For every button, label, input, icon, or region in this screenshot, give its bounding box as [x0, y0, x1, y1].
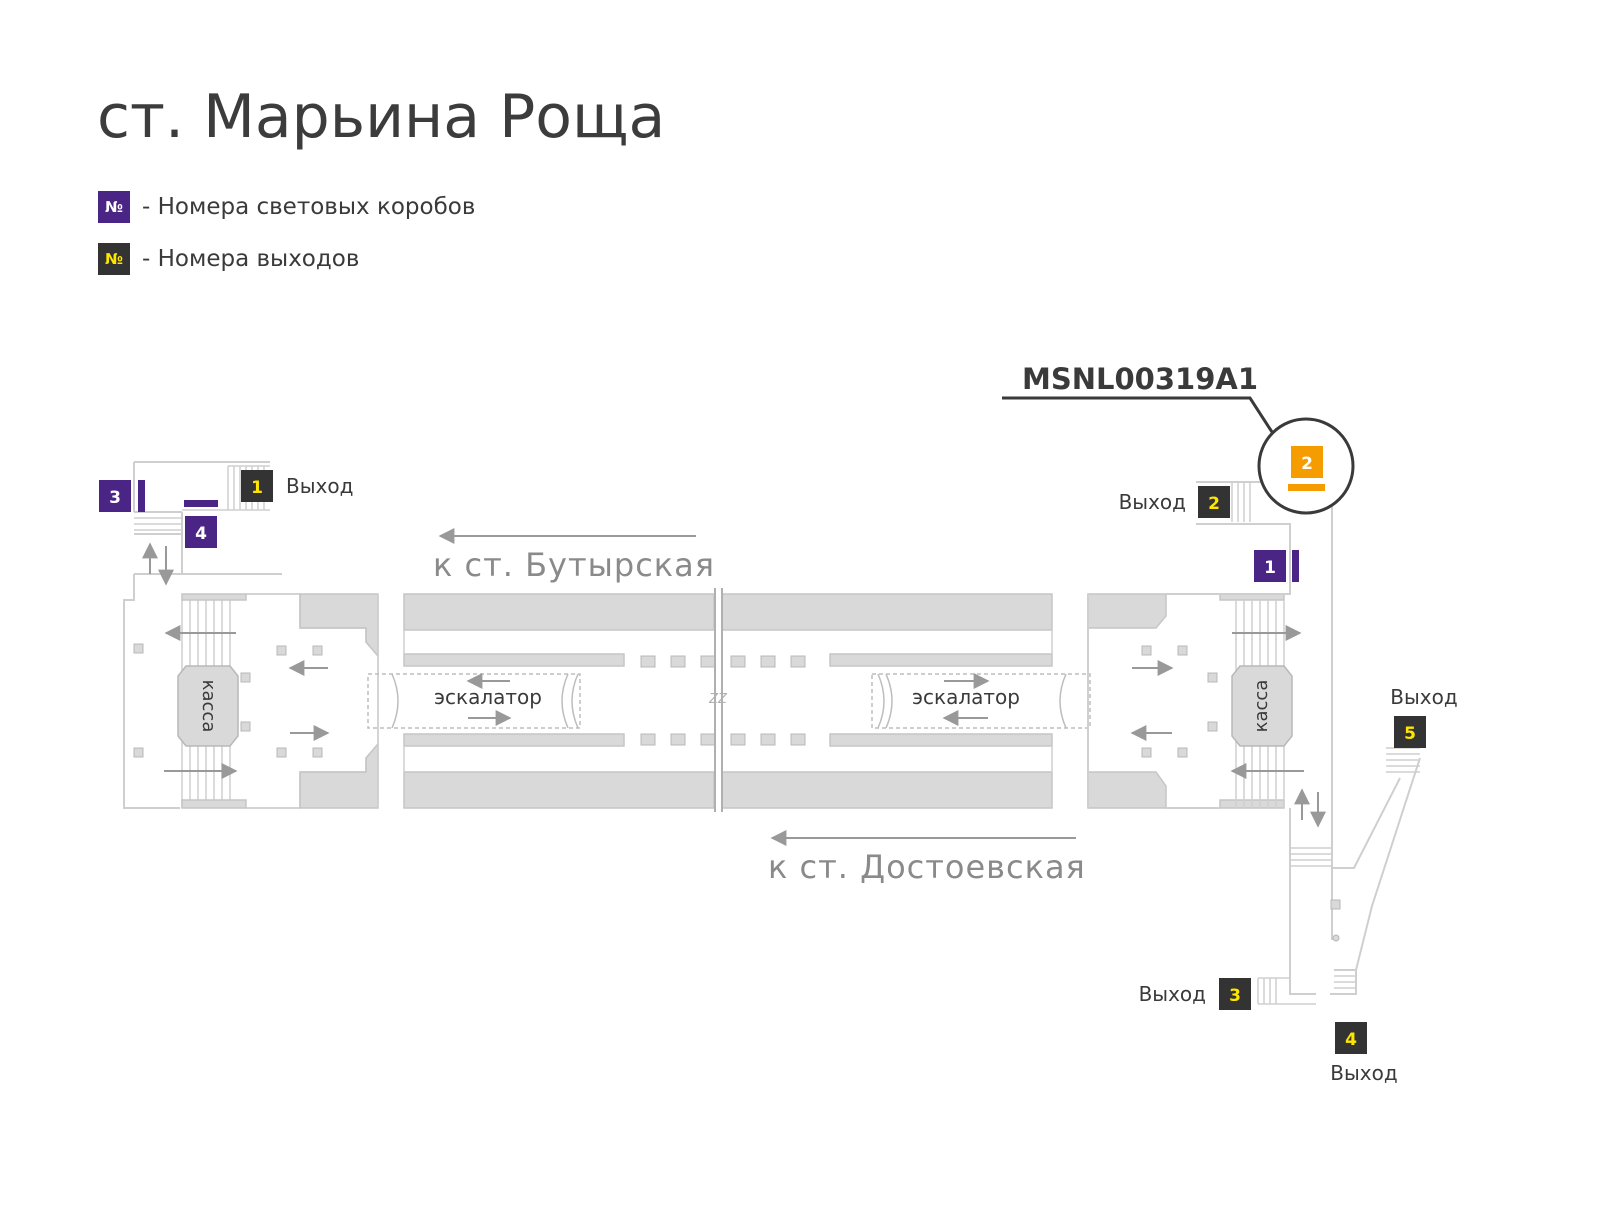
exit-1[interactable]: 1 Выход — [241, 470, 353, 502]
platform-separator — [714, 588, 723, 812]
lightbox-2-number: 2 — [1301, 454, 1313, 474]
right-hall-outline — [1087, 481, 1421, 995]
exit-5-number: 5 — [1404, 724, 1416, 744]
right-kassa-label: касса — [1251, 680, 1272, 733]
left-stairs-vertical — [134, 517, 182, 531]
right-escalator-arrows — [942, 673, 990, 726]
lightbox-3-number: 3 — [109, 488, 121, 508]
legend-lightbox-row: № - Номера световых коробов — [98, 191, 475, 223]
exit-3-number: 3 — [1229, 986, 1241, 1006]
north-direction-label: к ст. Бутырская — [433, 546, 715, 584]
right-flow-arrows — [1130, 625, 1326, 828]
exit-1-label: Выход — [286, 474, 353, 498]
exit-4[interactable]: 4 Выход — [1330, 1022, 1398, 1085]
left-escalator-label: эскалатор — [434, 685, 542, 709]
callout-leader-line — [1002, 396, 1274, 433]
exit-4-label: Выход — [1330, 1061, 1397, 1085]
legend-lightbox-text: - Номера световых коробов — [142, 194, 476, 220]
left-escalator-ends — [391, 673, 579, 729]
platform-edges — [377, 594, 1053, 808]
left-vestibule — [123, 461, 282, 809]
right-columns — [1141, 645, 1341, 942]
platform — [403, 593, 1053, 809]
lightbox-4-number: 4 — [195, 524, 207, 544]
legend-exit-text: - Номера выходов — [142, 246, 360, 272]
legend-exit-swatch: № — [98, 243, 130, 275]
legend-lightbox-swatch: № — [98, 191, 130, 223]
exit-3[interactable]: 3 Выход — [1139, 978, 1251, 1010]
left-kassa-label: касса — [198, 680, 219, 733]
south-direction-label: к ст. Достоевская — [768, 848, 1086, 886]
station-title: ст. Марьина Роща — [97, 82, 666, 152]
exit-4-number: 4 — [1345, 1030, 1357, 1050]
callout-code: MSNL00319A1 — [1022, 362, 1258, 396]
right-kassa-booth — [1231, 665, 1293, 747]
left-escalator-arrows — [466, 673, 512, 726]
left-columns — [133, 643, 323, 758]
left-kassa-booth — [177, 665, 239, 747]
exit-2-number: 2 — [1208, 494, 1220, 514]
right-exit2-stairs — [1231, 482, 1251, 522]
exit-2-label: Выход — [1119, 490, 1186, 514]
exit-5-label: Выход — [1390, 685, 1457, 709]
platform-zz-mark: ZZ — [708, 692, 728, 707]
left-flow-arrows — [142, 542, 330, 779]
exit-5[interactable]: 5 Выход — [1390, 685, 1458, 748]
exit-3-label: Выход — [1139, 982, 1206, 1006]
right-escalator-ends — [877, 673, 1067, 729]
exit-1-number: 1 — [251, 478, 263, 498]
platform-columns — [640, 655, 806, 746]
legend-exit-row: № - Номера выходов — [98, 243, 359, 275]
lightbox-4[interactable]: 4 — [184, 500, 218, 548]
lightbox-2-highlighted[interactable]: 2 — [1257, 417, 1355, 515]
lightbox-1[interactable]: 1 — [1254, 550, 1299, 582]
lightbox-1-number: 1 — [1264, 558, 1276, 578]
right-escalator-label: эскалатор — [912, 685, 1020, 709]
exit-2[interactable]: 2 Выход — [1119, 486, 1230, 518]
lightbox-3[interactable]: 3 — [99, 480, 145, 512]
